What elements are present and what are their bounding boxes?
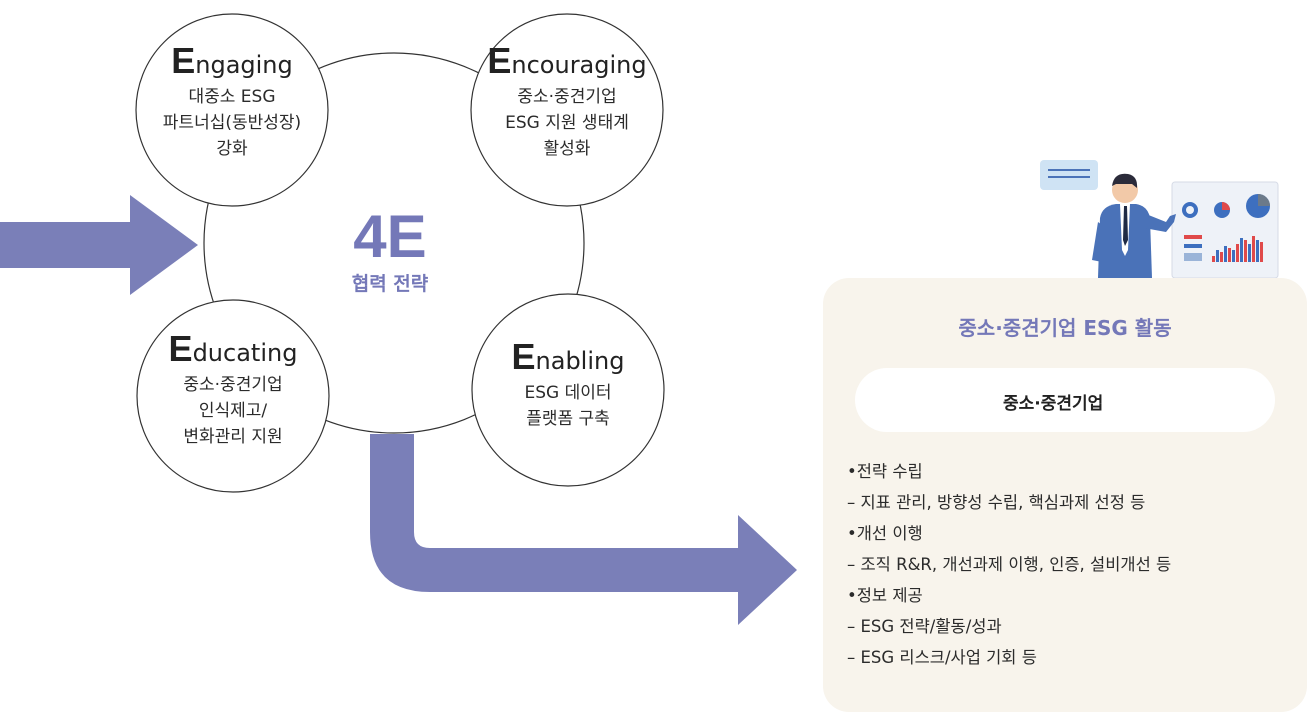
center-label: 4E 협력 전략 [300, 205, 480, 296]
center-title: 4E [353, 203, 427, 270]
circle-engaging [135, 13, 329, 207]
engaging-title: Engaging [171, 40, 293, 81]
engaging-block: Engaging 대중소 ESG 파트너십(동반성장) 강화 [142, 40, 322, 162]
pill-label: 중소·중견기업 [1003, 393, 1104, 414]
educating-block: Educating 중소·중견기업 인식제고/ 변화관리 지원 [143, 328, 323, 450]
bottom-arrow [370, 434, 797, 625]
panel-title: 중소·중견기업 ESG 활동 [958, 316, 1172, 340]
enabling-desc: ESG 데이터 플랫폼 구축 [524, 383, 612, 429]
encouraging-title: Encouraging [487, 40, 647, 81]
center-subtitle: 협력 전략 [351, 273, 429, 295]
list-item: •정보 제공 [847, 586, 923, 605]
list-item: •전략 수립 [847, 462, 923, 481]
company-pill: 중소·중견기업 [855, 368, 1275, 432]
list-item: – ESG 전략/활동/성과 [847, 617, 1002, 636]
list-item: – 지표 관리, 방향성 수립, 핵심과제 선정 등 [847, 493, 1146, 512]
circle-encouraging [470, 13, 664, 207]
activity-list: •전략 수립 – 지표 관리, 방향성 수립, 핵심과제 선정 등 •개선 이행… [847, 456, 1297, 673]
encouraging-desc: 중소·중견기업 ESG 지원 생태계 활성화 [505, 87, 629, 159]
educating-title: Educating [168, 328, 298, 369]
circle-educating [136, 299, 330, 493]
encouraging-block: Encouraging 중소·중견기업 ESG 지원 생태계 활성화 [477, 40, 657, 162]
list-item: •개선 이행 [847, 524, 923, 543]
list-item: – ESG 리스크/사업 기회 등 [847, 648, 1037, 667]
enabling-block: Enabling ESG 데이터 플랫폼 구축 [478, 336, 658, 432]
presenter-illustration [1040, 160, 1279, 279]
left-arrow [0, 195, 198, 295]
circle-enabling [471, 293, 665, 487]
activities-panel: 중소·중견기업 ESG 활동 중소·중견기업 •전략 수립 – 지표 관리, 방… [823, 278, 1307, 712]
list-item: – 조직 R&R, 개선과제 이행, 인증, 설비개선 등 [847, 555, 1172, 574]
pill-icon-spacer [963, 386, 993, 416]
enabling-title: Enabling [511, 336, 625, 377]
educating-desc: 중소·중견기업 인식제고/ 변화관리 지원 [183, 375, 283, 447]
engaging-desc: 대중소 ESG 파트너십(동반성장) 강화 [162, 87, 302, 159]
